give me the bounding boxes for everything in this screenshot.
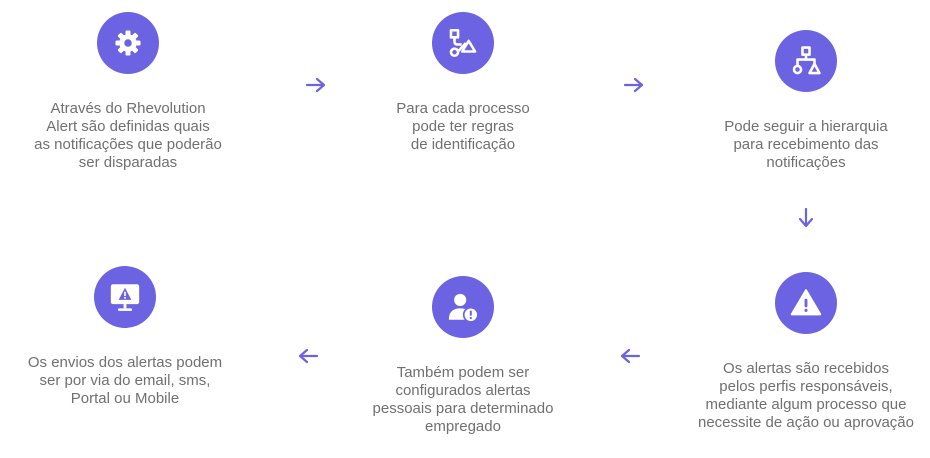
step-description: Através do Rhevolution Alert são definid…	[34, 100, 222, 171]
monitor-alert-icon	[110, 284, 140, 311]
step-description: Também podem ser configurados alertas pe…	[372, 364, 554, 435]
step-description: Os envios dos alertas podem ser por via …	[27, 354, 223, 407]
step-description: Pode seguir a hierarquia para recebiment…	[724, 118, 888, 171]
workflow-icon	[449, 28, 477, 58]
step-alert-reception: Os alertas são recebidos pelos perfis re…	[691, 272, 921, 432]
step-process-rules: Para cada processo pode ter regras de id…	[348, 12, 578, 154]
step-icon-circle	[432, 12, 494, 74]
hierarchy-icon	[792, 46, 821, 75]
step-description: Para cada processo pode ter regras de id…	[396, 100, 530, 153]
arrow-right-icon	[304, 76, 328, 94]
user-alert-icon	[448, 293, 479, 323]
arrow-down-icon	[797, 206, 815, 230]
arrow-left-icon	[618, 347, 642, 365]
step-delivery-channels: Os envios dos alertas podem ser por via …	[10, 266, 240, 408]
gear-icon	[115, 30, 141, 56]
step-personal-alerts: Também podem ser configurados alertas pe…	[348, 276, 578, 436]
arrow-right-icon	[622, 76, 646, 94]
step-icon-circle	[775, 272, 837, 334]
step-notification-definition: Através do Rhevolution Alert são definid…	[13, 12, 243, 172]
step-hierarchy: Pode seguir a hierarquia para recebiment…	[691, 30, 921, 172]
step-icon-circle	[94, 266, 156, 328]
step-icon-circle	[97, 12, 159, 74]
step-icon-circle	[432, 276, 494, 338]
arrow-left-icon	[296, 347, 320, 365]
step-description: Os alertas são recebidos pelos perfis re…	[698, 360, 914, 431]
warning-icon	[790, 289, 822, 316]
step-icon-circle	[775, 30, 837, 92]
